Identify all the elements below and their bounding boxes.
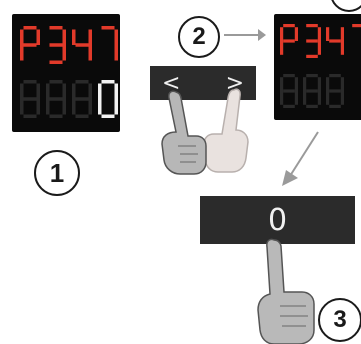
segment-f <box>303 77 307 91</box>
segment-a <box>306 74 318 78</box>
segment-g <box>283 39 295 43</box>
segment-f <box>20 83 24 99</box>
segment-e <box>280 91 284 105</box>
hands-pressing-arrows-icon <box>161 88 249 175</box>
segment-g <box>23 97 37 101</box>
segment-a <box>329 74 341 78</box>
segment-a <box>23 80 37 84</box>
segment-a <box>283 24 295 28</box>
step-2-badge: 2 <box>178 16 220 58</box>
segment-c <box>62 99 66 115</box>
segment-a <box>23 26 37 30</box>
segment-a <box>75 80 89 84</box>
segment-d <box>49 114 63 118</box>
segment-g <box>75 97 89 101</box>
segment-g <box>306 89 318 93</box>
segment-f <box>326 77 330 91</box>
segment-f <box>72 29 76 45</box>
segment-f <box>280 27 284 41</box>
segment-f <box>20 29 24 45</box>
zero-button[interactable]: 0 <box>200 196 355 244</box>
arrow-right-icon <box>224 29 266 41</box>
segment-b <box>317 27 321 41</box>
segment-d <box>283 104 295 108</box>
segment-f <box>46 83 50 99</box>
segment-b <box>62 83 66 99</box>
segment-f <box>72 83 76 99</box>
segment-e <box>20 45 24 61</box>
zero-button-label: 0 <box>267 202 288 238</box>
segment-a <box>352 24 361 28</box>
segment-c <box>317 91 321 105</box>
seven-segment-readout-2 <box>280 24 361 108</box>
segment-d <box>75 114 89 118</box>
segment-e <box>303 91 307 105</box>
segment-e <box>20 99 24 115</box>
segment-c <box>317 41 321 55</box>
segment-b <box>114 83 118 99</box>
segment-a <box>49 80 63 84</box>
segment-b <box>88 83 92 99</box>
step-3-badge: 3 <box>318 298 361 342</box>
segment-d <box>329 104 341 108</box>
segment-b <box>294 27 298 41</box>
segment-b <box>340 77 344 91</box>
display-panel-1 <box>12 14 120 132</box>
segment-c <box>88 99 92 115</box>
segment-g <box>75 43 89 47</box>
segment-a <box>101 80 115 84</box>
segment-a <box>101 26 115 30</box>
left-arrow-button[interactable]: < <box>162 70 181 96</box>
segment-c <box>114 99 118 115</box>
segment-g <box>329 89 341 93</box>
segment-a <box>49 26 63 30</box>
segment-a <box>283 74 295 78</box>
segment-f <box>280 77 284 91</box>
segment-g <box>329 39 341 43</box>
segment-g <box>49 97 63 101</box>
seven-segment-readout-1 <box>20 26 118 118</box>
segment-b <box>294 77 298 91</box>
segment-e <box>326 91 330 105</box>
segment-b <box>36 29 40 45</box>
arrow-down-left-icon <box>282 131 319 186</box>
segment-d <box>101 114 115 118</box>
segment-b <box>62 29 66 45</box>
segment-b <box>36 83 40 99</box>
segment-a <box>306 24 318 28</box>
segment-b <box>88 29 92 45</box>
segment-d <box>306 54 318 58</box>
segment-g <box>306 39 318 43</box>
segment-c <box>114 45 118 61</box>
segment-d <box>23 114 37 118</box>
segment-c <box>88 45 92 61</box>
segment-c <box>62 45 66 61</box>
step-1-badge: 1 <box>34 150 80 196</box>
segment-c <box>294 91 298 105</box>
step-badge-partial <box>330 0 361 12</box>
segment-d <box>306 104 318 108</box>
display-panel-2 <box>274 14 361 120</box>
segment-b <box>317 77 321 91</box>
segment-e <box>46 99 50 115</box>
segment-e <box>280 41 284 55</box>
segment-d <box>49 60 63 64</box>
segment-c <box>340 41 344 55</box>
segment-c <box>36 99 40 115</box>
hand-pressing-zero-icon <box>257 238 315 344</box>
segment-b <box>340 27 344 41</box>
segment-e <box>72 99 76 115</box>
segment-e <box>98 99 102 115</box>
segment-g <box>49 43 63 47</box>
segment-f <box>98 83 102 99</box>
segment-b <box>114 29 118 45</box>
segment-g <box>23 43 37 47</box>
segment-f <box>326 27 330 41</box>
right-arrow-button[interactable]: > <box>225 70 244 96</box>
segment-g <box>283 89 295 93</box>
segment-c <box>340 91 344 105</box>
